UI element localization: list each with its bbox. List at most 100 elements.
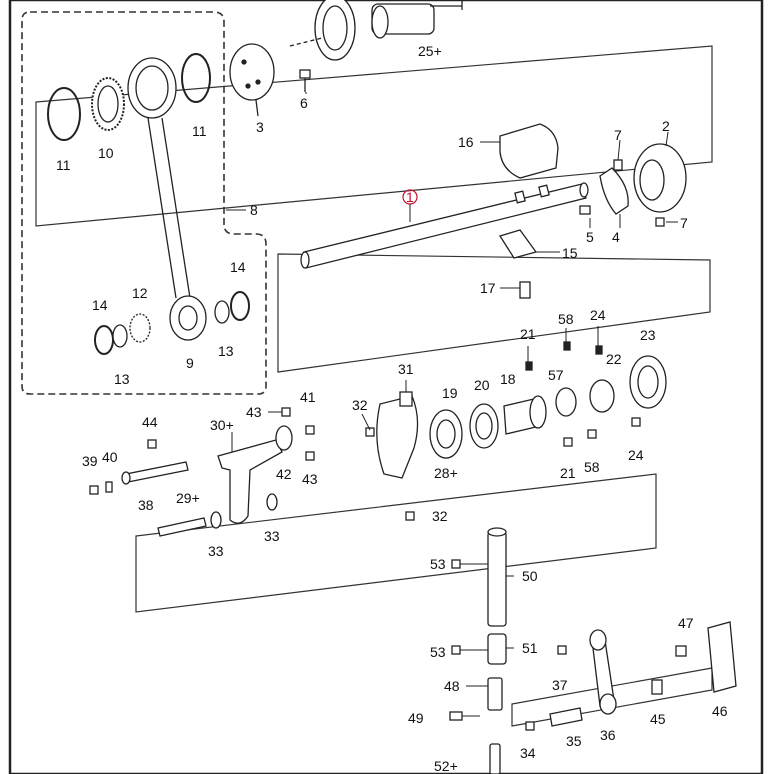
callout-51: 51 [522, 640, 538, 656]
callout-19: 19 [442, 385, 458, 401]
callout-8: 8 [250, 202, 258, 218]
part-17-screw [519, 281, 531, 299]
part-53-screw-bottom [451, 645, 461, 655]
callout-32-bottom: 32 [432, 508, 448, 524]
group-frame-bottom [511, 667, 713, 727]
part-24-screw-top [595, 345, 603, 355]
callout-7-top: 7 [614, 127, 622, 143]
subassembly-dashed-frame [21, 11, 267, 395]
callout-41: 41 [300, 389, 316, 405]
callout-39: 39 [82, 453, 98, 469]
callout-24-top: 24 [590, 307, 606, 323]
part-51-sleeve [487, 633, 507, 665]
callout-2: 2 [662, 118, 670, 134]
part-14-ring-right [230, 291, 250, 321]
part-28-housing [376, 395, 419, 479]
callout-53-top: 53 [430, 556, 446, 572]
callout-21-bottom: 21 [560, 465, 576, 481]
callout-38: 38 [138, 497, 154, 513]
callout-50: 50 [522, 568, 538, 584]
part-42-washer [275, 425, 293, 451]
callout-53-bottom: 53 [430, 644, 446, 660]
group-frame-middle [135, 473, 657, 613]
callout-45: 45 [650, 711, 666, 727]
part-9-connecting-rod [127, 57, 207, 341]
callout-1-highlight-ring [402, 189, 418, 205]
callout-57: 57 [548, 367, 564, 383]
callout-7-bottom: 7 [680, 215, 688, 231]
callout-44: 44 [142, 414, 158, 430]
callout-25: 25+ [418, 43, 442, 59]
callout-21-top: 21 [520, 326, 536, 342]
part-47-screw [675, 645, 687, 657]
part-25-end [371, 5, 389, 39]
callout-22: 22 [606, 351, 622, 367]
part-13-ring-left [112, 324, 128, 348]
group-frame-top [35, 45, 713, 227]
callout-28: 28+ [434, 465, 458, 481]
callout-20: 20 [474, 377, 490, 393]
part-33-washer-right [266, 493, 278, 511]
part-7-screw-bottom [655, 217, 665, 227]
part-15-clamp [498, 229, 538, 259]
part-40-washer [105, 481, 113, 493]
part-14-ring-left [94, 325, 114, 355]
callout-42: 42 [276, 466, 292, 482]
group-frame-shaft [277, 253, 711, 373]
part-31-pin [399, 391, 413, 407]
part-13-ring-right [214, 300, 230, 324]
callout-40: 40 [102, 449, 118, 465]
part-32-screw-a [365, 427, 375, 437]
callout-1: 1 [406, 189, 414, 205]
callout-31: 31 [398, 361, 414, 377]
part-16-cover [499, 123, 559, 179]
part-48-pin [487, 677, 503, 711]
part-52-pin [489, 743, 501, 774]
part-49-screw [449, 711, 463, 721]
callout-4: 4 [612, 229, 620, 245]
callout-43-top: 43 [246, 404, 262, 420]
callout-37: 37 [552, 677, 568, 693]
callout-6: 6 [300, 95, 308, 111]
callout-labels: 1 2 3 4 5 6 7 7 8 9 10 11 11 12 13 13 14… [56, 43, 728, 774]
callout-43-bottom: 43 [302, 471, 318, 487]
callout-9: 9 [186, 355, 194, 371]
callout-58-bottom: 58 [584, 459, 600, 475]
part-1-main-shaft [300, 182, 589, 269]
page-border [8, 0, 764, 774]
part-58-screw-top [563, 341, 571, 351]
part-34-screw [525, 721, 535, 731]
part-6-screw [299, 69, 311, 79]
part-29-pin [157, 517, 207, 537]
callout-17: 17 [480, 280, 496, 296]
callout-13-right: 13 [218, 343, 234, 359]
part-39-screw [89, 485, 99, 495]
part-24-screw-bottom [631, 417, 641, 427]
callout-58-top: 58 [558, 311, 574, 327]
part-4-bracket [599, 167, 629, 215]
top-parts [47, 0, 687, 355]
part-37-screw [557, 645, 567, 655]
callout-14-left: 14 [92, 297, 108, 313]
part-43-screw-top [281, 407, 291, 417]
part-50-rod [487, 531, 507, 627]
part-57-sleeve [555, 387, 577, 417]
callout-36: 36 [600, 727, 616, 743]
part-33-washer-left [210, 511, 222, 529]
part-12-needle-bearing [129, 313, 151, 343]
callout-48: 48 [444, 678, 460, 694]
part-22-collar [589, 379, 615, 413]
callout-33-left: 33 [208, 543, 224, 559]
callout-29: 29+ [176, 490, 200, 506]
part-43-screw-bottom [305, 451, 315, 461]
callout-15: 15 [562, 245, 578, 261]
part-21-screw-top [525, 361, 533, 371]
callout-34: 34 [520, 745, 536, 761]
part-30-lever [217, 439, 283, 524]
callout-18: 18 [500, 371, 516, 387]
leader-lines [226, 92, 678, 717]
callout-11-left: 11 [56, 157, 71, 173]
callout-23: 23 [640, 327, 656, 343]
callout-35: 35 [566, 733, 582, 749]
bottom-parts [449, 527, 737, 774]
